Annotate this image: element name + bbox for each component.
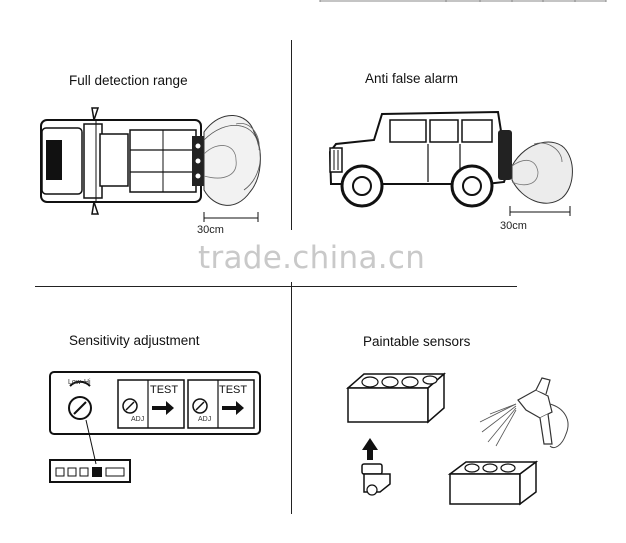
vertical-divider-top (291, 40, 292, 230)
paintable-sensors-illustration (346, 372, 569, 506)
step1-test-label: TEST (150, 384, 179, 396)
step2-test-label: TEST (219, 384, 248, 396)
panel-title-paintable: Paintable sensors (363, 334, 471, 349)
knob-low-label: Low (68, 379, 81, 386)
sensitivity-diagram (49, 371, 261, 483)
car-side-view-illustration (328, 110, 573, 216)
watermark: trade.china.cn (198, 240, 426, 276)
step2-adj-label: ADJ (198, 416, 212, 423)
panel-title-sensitivity: Sensitivity adjustment (69, 333, 200, 348)
panel-title-anti-false-alarm: Anti false alarm (365, 71, 459, 86)
car-top-view-illustration (40, 107, 261, 222)
horizontal-divider (35, 286, 517, 287)
anti-alarm-distance: 30cm (500, 220, 527, 232)
step1-adj-label: ADJ (131, 416, 145, 423)
top-table-fragment (319, 0, 607, 2)
detection-range-distance: 30cm (197, 224, 224, 236)
panel-title-full-detection: Full detection range (69, 73, 188, 88)
vertical-divider-bottom (291, 282, 292, 514)
knob-hi-label: Hi (84, 379, 91, 386)
